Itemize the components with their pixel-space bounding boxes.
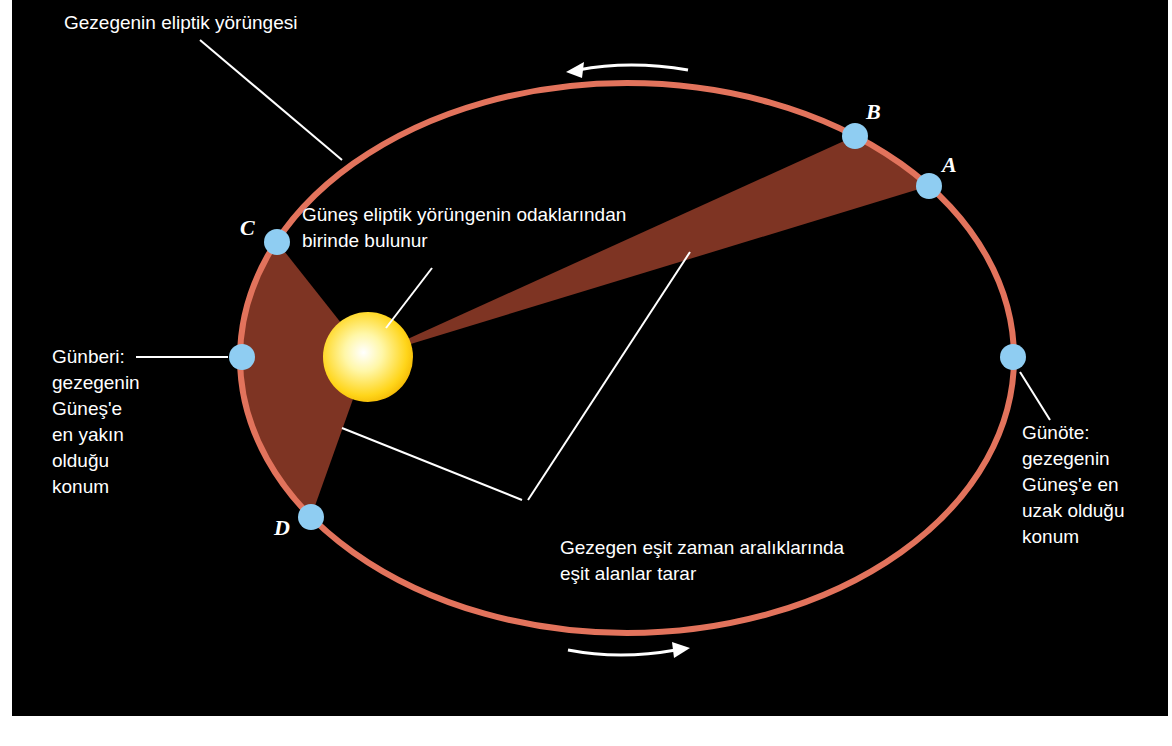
leader-lines — [136, 40, 1050, 500]
elliptic-orbit — [240, 83, 1014, 633]
sun-label: Güneş eliptik yörüngenin odaklarından bi… — [302, 202, 632, 254]
orbit-label: Gezegenin eliptik yörüngesi — [64, 10, 364, 36]
perihelion-label: Günberi: gezegenin Güneş'e en yakın oldu… — [52, 344, 132, 500]
sun — [323, 312, 413, 402]
swept-area — [368, 136, 929, 357]
planet-positions — [229, 123, 1026, 530]
position-letter: D — [274, 516, 304, 540]
position-letter: B — [866, 100, 896, 124]
area-law-label: Gezegen eşit zaman aralıklarında eşit al… — [560, 535, 860, 587]
position-letter: C — [240, 216, 270, 240]
aphelion-label: Günöte: gezegenin Güneş'e en uzak olduğu… — [1022, 420, 1152, 550]
background — [12, 0, 1168, 716]
position-letter: A — [942, 153, 972, 177]
